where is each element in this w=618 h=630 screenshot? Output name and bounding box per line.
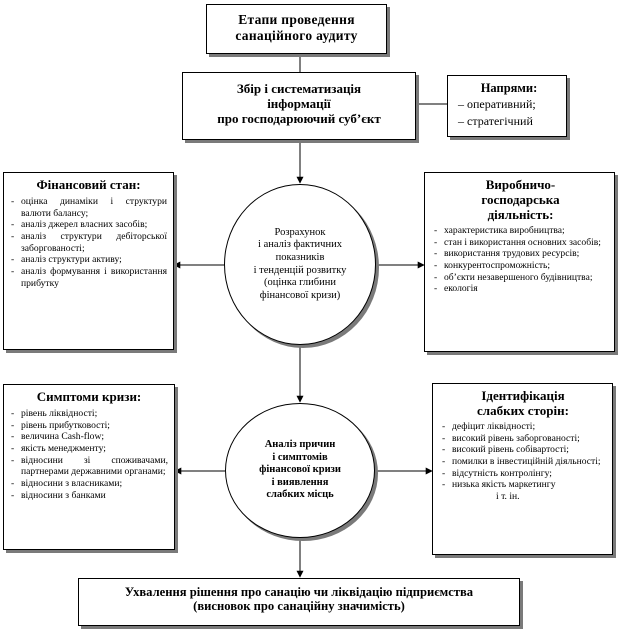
collection-box: Збір і систематизація інформації про гос… [182, 72, 416, 140]
directions-box: Напрями: – оперативний; – стратегічний [447, 75, 567, 137]
analysis-line-1: Аналіз причин [264, 439, 336, 451]
production-item: стан і використання основних засобів; [433, 237, 608, 249]
calc-line-2: і аналіз фактичних [258, 239, 342, 251]
financial-item: аналіз джерел власних засобів; [10, 219, 167, 231]
directions-item: – оперативний; [458, 97, 536, 112]
symptoms-item: рівень ліквідності; [10, 408, 168, 420]
symptoms-item: якість менеджменту; [10, 443, 168, 455]
collection-line-3: про господарюючий суб’єкт [217, 110, 381, 126]
production-item: використання трудових ресурсів; [433, 248, 608, 260]
symptoms-list: рівень ліквідності; рівень прибутковості… [10, 408, 168, 502]
production-box: Виробничо- господарська діяльність: хара… [424, 172, 615, 352]
production-item: екологія [433, 283, 608, 295]
weak-heading-2: слабких сторін: [477, 402, 569, 418]
analysis-line-5: слабких місць [266, 489, 334, 501]
financial-item: оцінка динаміки і структури валюти балан… [10, 196, 167, 219]
collection-line-2: інформації [267, 95, 331, 111]
calc-line-4: і тенденцій розвитку [253, 264, 347, 276]
production-item: конкурентоспроможність; [433, 260, 608, 272]
production-item: характеристика виробництва; [433, 225, 608, 237]
financial-list: оцінка динаміки і структури валюти балан… [10, 196, 167, 290]
symptoms-item: відносини зі споживачами, партнерами дер… [10, 455, 168, 478]
production-item: об’єкти незавершеного будівництва; [433, 272, 608, 284]
analysis-ellipse: Аналіз причин і симптомів фінансової кри… [225, 403, 375, 538]
title-line-1: Етапи проведення [238, 12, 355, 27]
directions-item: – стратегічний [458, 113, 533, 128]
decision-line-1: Ухвалення рішення про санацію чи ліквіда… [124, 585, 474, 599]
weak-item: високий рівень собівартості; [441, 444, 605, 456]
calc-line-6: фінансової кризи) [259, 289, 341, 301]
financial-item: аналіз структури активу; [10, 254, 167, 266]
calc-line-1: Розрахунок [274, 226, 326, 238]
calc-line-5: (оцінка глибини [264, 277, 336, 289]
analysis-line-4: і виявлення [271, 476, 329, 488]
calc-ellipse: Розрахунок і аналіз фактичних показників… [224, 184, 376, 345]
directions-list: – оперативний; – стратегічний [458, 96, 560, 128]
analysis-line-2: і симптомів [272, 451, 328, 463]
weak-box: Ідентифікація слабких сторін: дефіцит лі… [432, 383, 613, 555]
title-box: Етапи проведення санаційного аудиту [206, 4, 387, 54]
financial-item: аналіз структури дебіторської заборгован… [10, 231, 167, 254]
collection-line-1: Збір і систематизація [236, 81, 362, 96]
weak-item: низька якість маркетингу [441, 479, 605, 491]
production-list: характеристика виробництва; стан і викор… [433, 225, 608, 295]
production-heading-2: господарська [481, 191, 560, 207]
symptoms-item: відносини з банками [10, 490, 168, 502]
calc-line-3: показників [275, 251, 325, 263]
production-heading-1: Виробничо- [485, 177, 556, 192]
symptoms-item: рівень прибутковості; [10, 420, 168, 432]
weak-item: помилки в інвестиційній діяльності; [441, 456, 605, 468]
financial-item: аналіз формування і використання прибутк… [10, 266, 167, 289]
financial-heading: Фінансовий стан: [36, 177, 141, 192]
weak-item: високий рівень заборгованості; [441, 433, 605, 445]
weak-heading-1: Ідентифікація [481, 388, 565, 403]
symptoms-heading: Симптоми кризи: [36, 389, 142, 404]
symptoms-item: величина Cash-flow; [10, 431, 168, 443]
weak-item: дефіцит ліквідності; [441, 421, 605, 433]
financial-box: Фінансовий стан: оцінка динаміки і струк… [3, 172, 174, 350]
analysis-line-3: фінансової кризи [259, 464, 341, 476]
weak-item: відсутність контролінгу; [441, 468, 605, 480]
symptoms-item: відносини з власниками; [10, 478, 168, 490]
decision-box: Ухвалення рішення про санацію чи ліквіда… [78, 578, 520, 626]
weak-list: дефіцит ліквідності; високий рівень забо… [441, 421, 605, 491]
decision-line-2: (висновок про санаційну значимість) [193, 599, 405, 614]
weak-etc: і т. ін. [496, 491, 520, 503]
title-line-2: санаційного аудиту [235, 27, 358, 43]
symptoms-box: Симптоми кризи: рівень ліквідності; ріве… [3, 384, 175, 550]
directions-heading: Напрями: [480, 81, 538, 95]
production-heading-3: діяльність: [487, 206, 554, 222]
